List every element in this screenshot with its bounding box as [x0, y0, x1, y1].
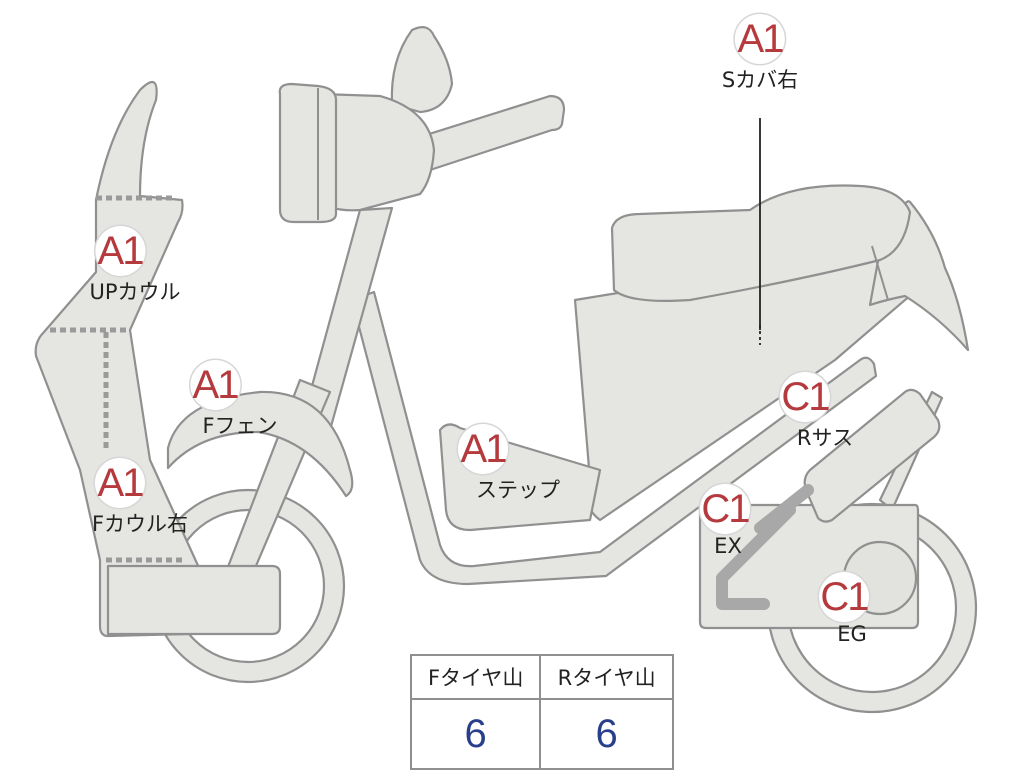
rear-shock-arm [754, 484, 814, 534]
marker-up-cowl: A1 UPカウル [59, 226, 181, 306]
part-label: EG [837, 622, 867, 646]
rear-tread-header: Rタイヤ山 [539, 654, 674, 700]
front-tread-header: Fタイヤ山 [409, 654, 542, 700]
marker-r-suspension: C1 Rサス [779, 372, 854, 452]
grade-badge: C1 [779, 372, 831, 422]
grade-badge: A1 [94, 226, 145, 276]
marker-s-cover-right: A1 Sカバ右 [722, 14, 798, 94]
tread-header-row: Fタイヤ山 Rタイヤ山 [409, 654, 674, 700]
marker-f-cowl-right: A1 Fカウル右 [92, 458, 188, 538]
part-label: Sカバ右 [721, 68, 799, 92]
floor-frame [350, 290, 878, 586]
marker-f-fender: A1 Fフェン [172, 360, 278, 440]
part-label: Fフェン [202, 414, 278, 438]
grade-badge: C1 [700, 484, 751, 534]
marker-exhaust: C1 EX [700, 484, 751, 558]
grade-badge: A1 [190, 360, 240, 410]
part-label: Rサス [796, 426, 854, 450]
seat-seam [871, 245, 889, 301]
part-label: Fカウル右 [91, 512, 189, 536]
part-label: ステップ [476, 478, 560, 502]
marker-engine: C1 EG [819, 572, 870, 646]
rear-tread-value: 6 [539, 698, 674, 770]
front-tread-value: 6 [409, 698, 542, 770]
grade-badge: A1 [458, 424, 508, 474]
headlight [278, 82, 338, 224]
front-cowl [34, 80, 272, 638]
grade-badge: A1 [735, 14, 785, 64]
mirror [390, 25, 454, 114]
seat [610, 184, 912, 302]
marker-step: A1 ステップ [458, 424, 560, 504]
floor-panel-front [106, 564, 282, 636]
grade-badge: A1 [95, 458, 145, 508]
tire-tread-table: Fタイヤ山 Rタイヤ山 6 6 [409, 654, 674, 770]
handlebar [408, 94, 566, 172]
tread-value-row: 6 6 [409, 698, 674, 770]
exhaust-pipe [716, 504, 796, 610]
grade-badge: C1 [819, 572, 870, 622]
part-label: UPカウル [89, 280, 181, 304]
part-label: EX [714, 534, 742, 558]
